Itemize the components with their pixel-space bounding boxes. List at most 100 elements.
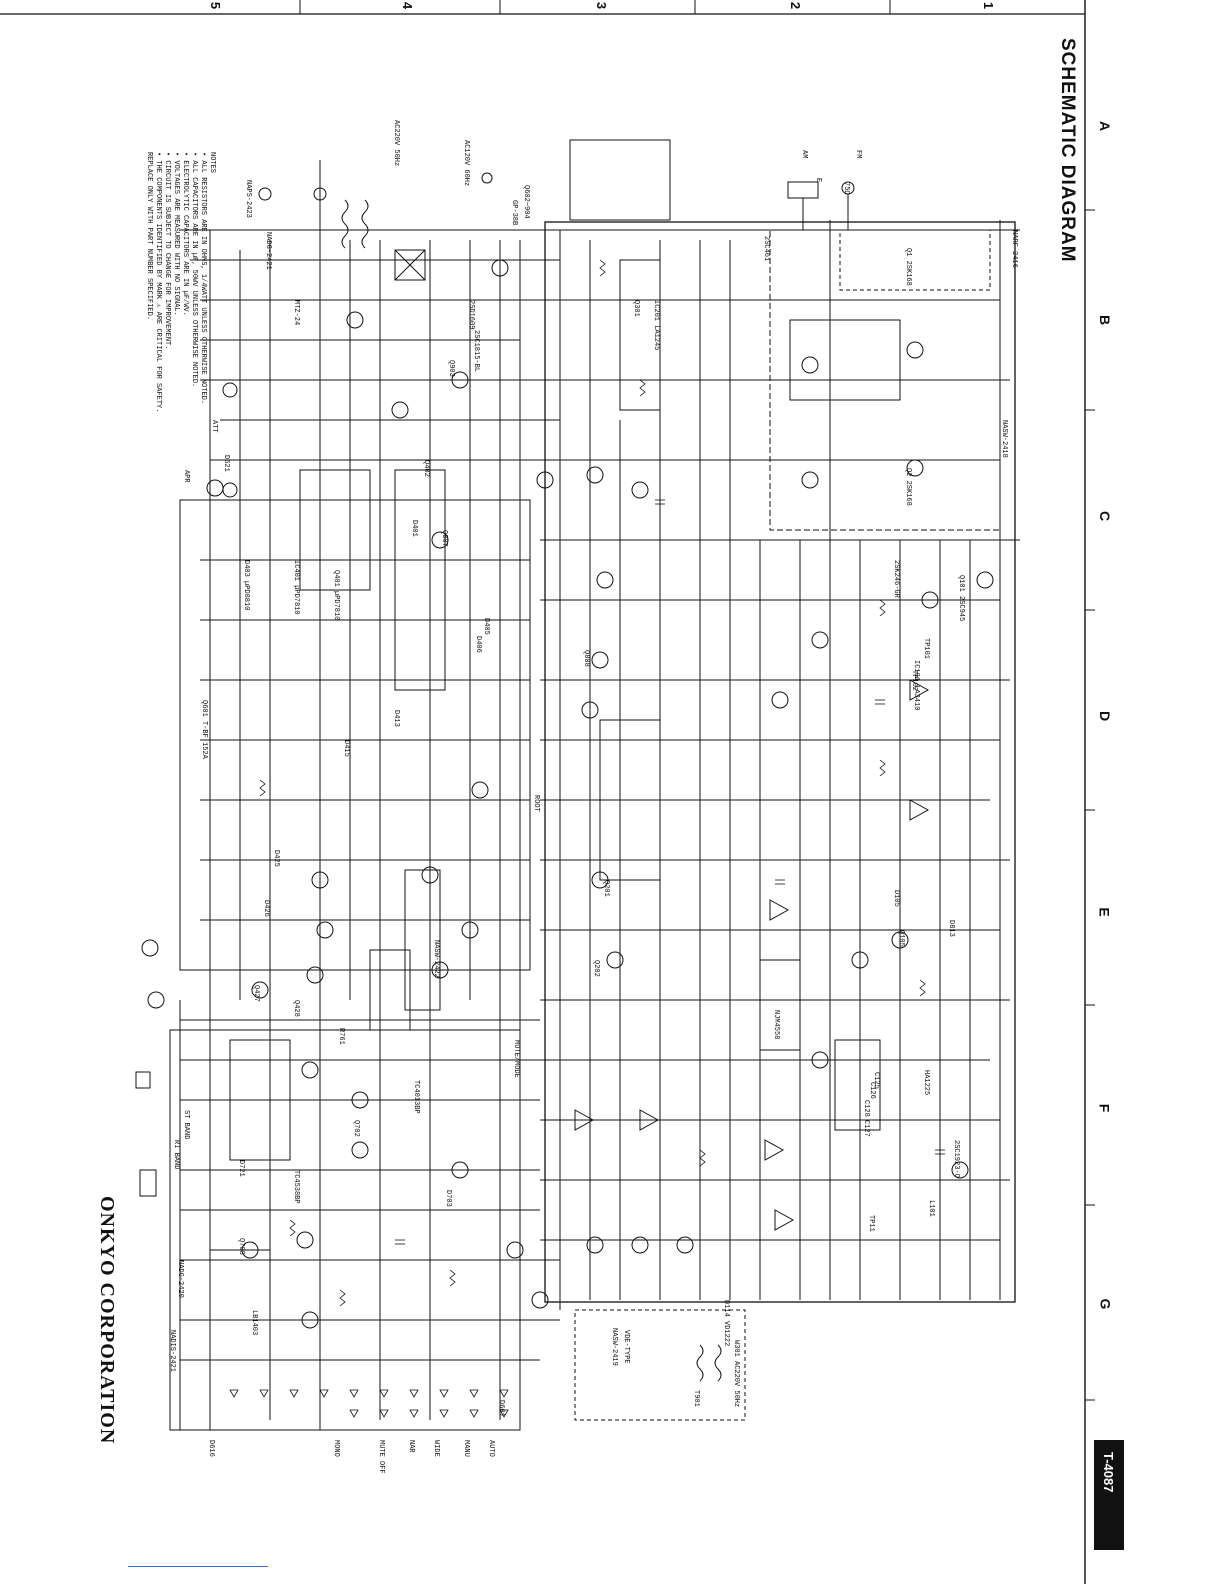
component-label: 75Ω — [842, 182, 850, 195]
board-label: NASW-2418 — [1000, 420, 1008, 458]
component-label: R761 — [337, 1028, 345, 1045]
component-label: 2SK246-GR — [892, 560, 900, 598]
component-label: ST BAND — [182, 1110, 190, 1140]
component-label: D114 VD1222 — [722, 1300, 730, 1347]
component-label: D425 — [272, 850, 280, 867]
notes-line: • THE COMPONENTS IDENTIFIED BY MARK ⚠ AR… — [154, 152, 162, 413]
grid-number: 1 — [981, 1, 997, 10]
component-label: WIDE — [432, 1440, 440, 1457]
grid-letter: B — [1097, 314, 1114, 326]
component-label: Q1 2SK168 — [904, 248, 912, 286]
component-label: Q2 2SK168 — [904, 468, 912, 506]
component-label: D813 — [947, 920, 955, 937]
component-label: MUTE/MODE — [512, 1040, 520, 1078]
component-label: D413 — [392, 710, 400, 727]
component-label: Q602~904 — [522, 185, 530, 219]
grid-number: 5 — [208, 1, 224, 10]
grid-letter: F — [1096, 1103, 1113, 1113]
component-label: D105 — [892, 890, 900, 907]
component-label: D401 — [410, 520, 418, 537]
board-label: NARF-2416 — [1010, 230, 1018, 268]
component-label: AC120V 60Hz — [462, 140, 470, 187]
component-label: TP102 — [910, 670, 918, 692]
component-label: LB1403 — [250, 1310, 258, 1336]
component-label: T901 — [692, 1390, 700, 1407]
component-label: ROOT — [532, 795, 540, 812]
component-label: AC220V 50Hz — [392, 120, 400, 167]
component-label: TP101 — [922, 638, 930, 660]
notes-line: • ALL RESISTORS ARE IN OHMS, 1/4WATT UNL… — [199, 152, 207, 405]
component-label: MTZ-24 — [292, 300, 300, 326]
footer-rule — [128, 1566, 268, 1567]
component-label: D406 — [474, 636, 482, 653]
notes-line: • CIRCUIT IS SUBJECT TO CHANGE FOR IMPRO… — [163, 152, 171, 350]
component-label: MONO — [332, 1440, 340, 1457]
component-label: 2SC1923-O — [952, 1140, 960, 1178]
component-label: VDE-TYPE — [622, 1330, 630, 1364]
component-label: APR — [182, 470, 190, 483]
component-label: IC201 LA1245 — [652, 300, 660, 351]
component-label: D721 — [237, 1160, 245, 1177]
board-label: NAPS-2423 — [244, 180, 252, 218]
grid-number: 3 — [594, 1, 610, 10]
component-label: 2SD1609 — [467, 300, 475, 330]
component-label: D703 — [444, 1190, 452, 1207]
component-label: RI BAND — [172, 1140, 180, 1170]
component-label: TC4538BP — [292, 1170, 300, 1204]
component-label: IC401 µPD7810 — [292, 560, 300, 615]
component-label: D426 — [262, 900, 270, 917]
component-label: 2SC1815-BL — [472, 330, 480, 373]
component-label: Q702 — [352, 1120, 360, 1137]
notes-block: NOTES • ALL RESISTORS ARE IN OHMS, 1/4WA… — [144, 152, 216, 412]
component-label: L101 — [927, 1200, 935, 1217]
component-label: E — [814, 178, 822, 183]
page-title: SCHEMATIC DIAGRAM — [1057, 38, 1078, 263]
component-label: Q402 — [422, 460, 430, 477]
component-label: GP-38B — [510, 200, 518, 226]
component-label: MANU — [462, 1440, 470, 1457]
board-label: NADG-2420 — [176, 1260, 184, 1298]
notes-line: • ELECTROLYTIC CAPACITORS ARE IN µF/WV. — [181, 152, 189, 316]
component-label: Q401 µPD7810 — [332, 570, 340, 621]
grid-number: 4 — [400, 1, 416, 10]
component-label: D616 — [207, 1440, 215, 1457]
component-label: Q201 — [602, 880, 610, 897]
notes-line: NOTES — [208, 152, 216, 174]
component-label: Q202 — [592, 960, 600, 977]
component-label: Q601 T-BF 152A — [200, 700, 208, 759]
component-label: Q427 — [252, 985, 260, 1002]
component-label: NASW-2422 — [432, 940, 440, 978]
grid-number: 2 — [788, 1, 804, 10]
component-label: Q105 — [897, 930, 905, 947]
corporation-name: ONKYO CORPORATION — [96, 1196, 118, 1445]
component-label: W301 AC220V 50Hz — [732, 1340, 740, 1408]
grid-letter: C — [1097, 510, 1114, 522]
component-label: ATT — [210, 420, 218, 433]
component-label: Q301 — [632, 300, 640, 317]
component-label: MUTE OFF — [377, 1440, 385, 1474]
component-label: D621 — [222, 455, 230, 472]
component-label: TC4013BP — [412, 1080, 420, 1114]
notes-line: • ALL CAPACITORS ARE IN µF, 50WV UNLESS … — [190, 152, 198, 388]
notes-line: • VOLTAGES ARE MEASURED WITH NO SIGNAL. — [172, 152, 180, 316]
board-label: NASW-2419 — [610, 1328, 618, 1366]
component-label: C126 — [868, 1082, 876, 1099]
component-label: Q903 — [447, 360, 455, 377]
grid-letter: D — [1097, 710, 1114, 722]
component-label: Q708 — [237, 1238, 245, 1255]
grid-letter: A — [1097, 120, 1114, 132]
notes-line: REPLACE ONLY WITH PART NUMBER SPECIFIED. — [145, 152, 153, 321]
component-label: Q428 — [292, 1000, 300, 1017]
component-label: D601 — [497, 1400, 505, 1417]
component-label: NAR — [407, 1440, 415, 1453]
component-label: 2SC461 — [762, 236, 770, 262]
model-number: T-4087 — [1101, 1452, 1116, 1493]
component-label: HA1225 — [922, 1070, 930, 1096]
component-label: AUTO — [487, 1440, 495, 1457]
model-badge — [1094, 1440, 1124, 1550]
component-label: D403 µPD8810 — [242, 560, 250, 611]
component-label: Q808 — [582, 650, 590, 667]
component-label: Q807 — [440, 530, 448, 547]
